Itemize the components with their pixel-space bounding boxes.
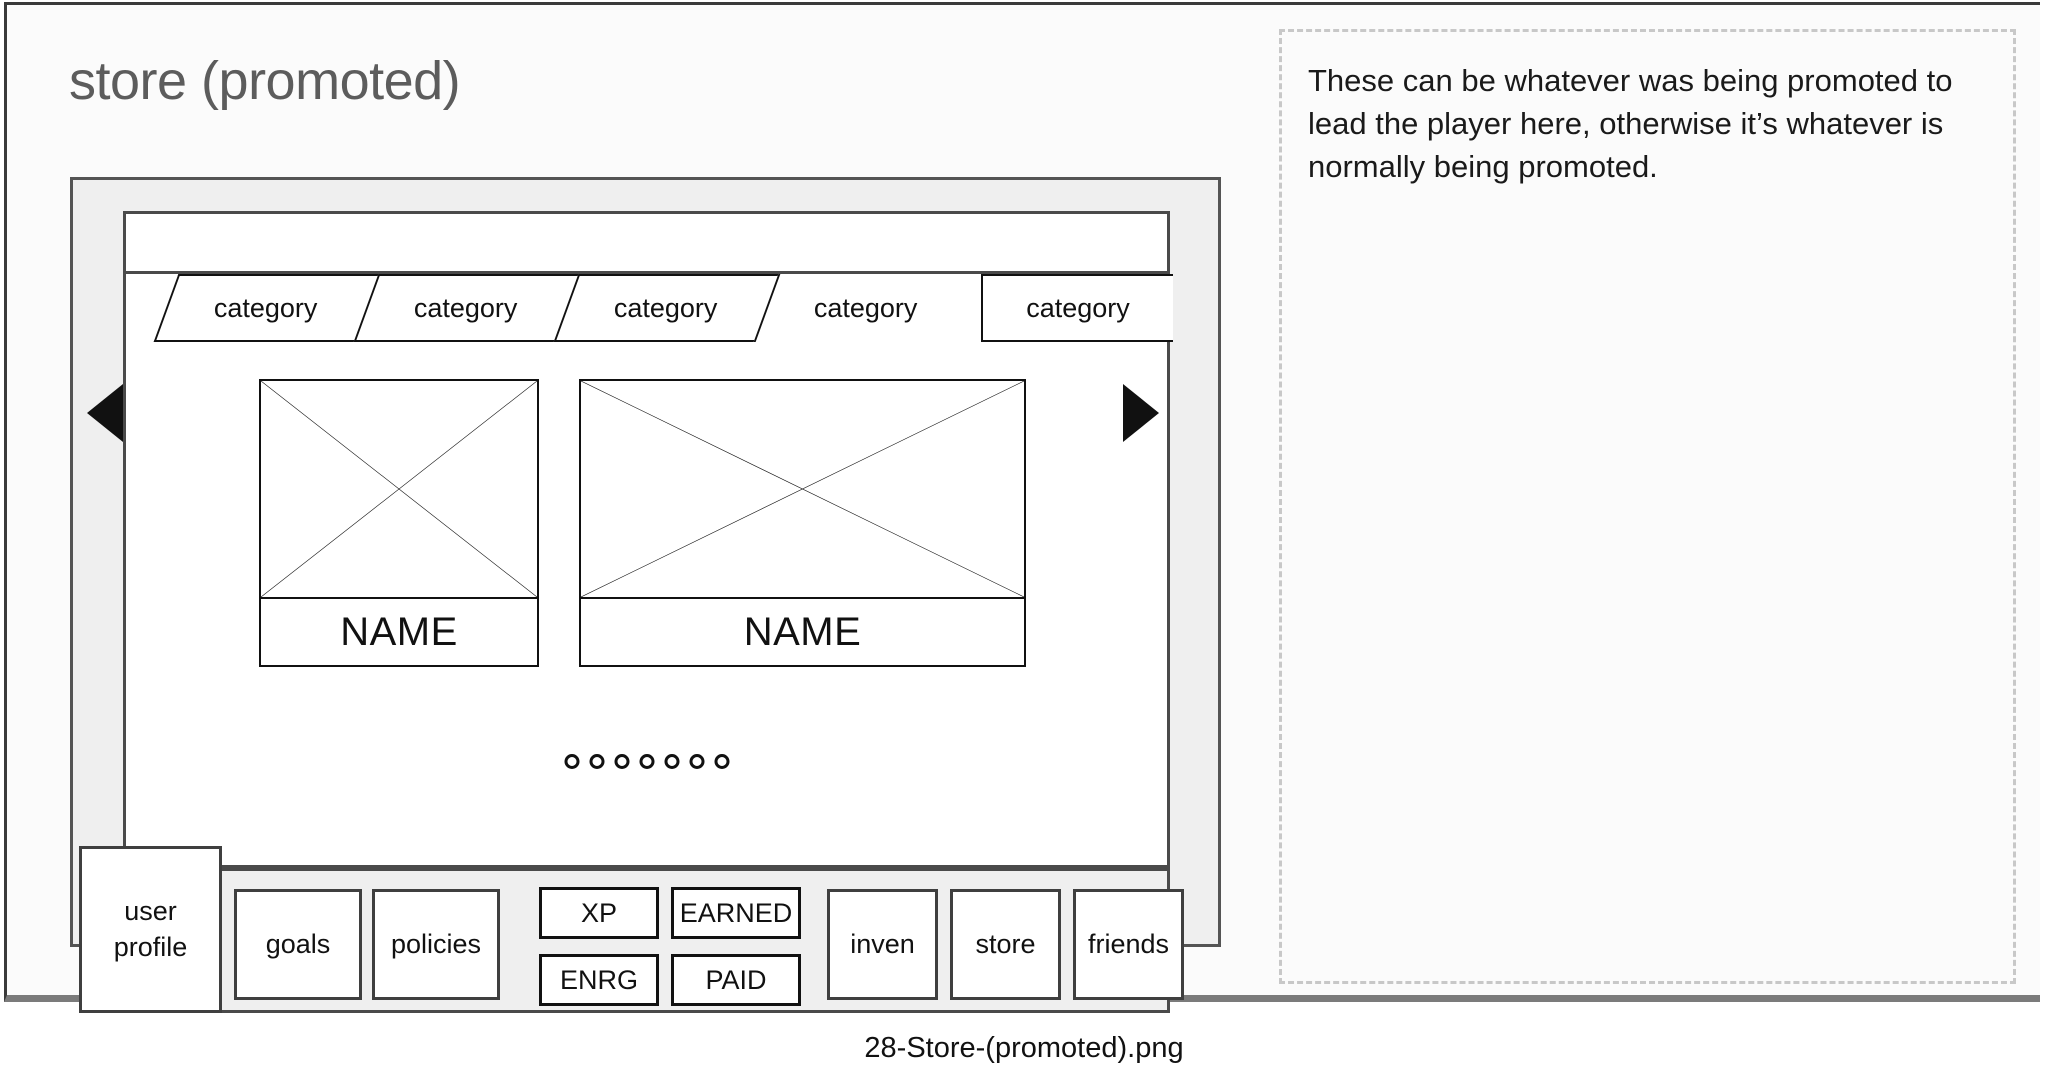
promoted-card-2[interactable]: NAME bbox=[579, 379, 1026, 667]
wireframe-canvas: store (promoted) category category categ… bbox=[4, 2, 2040, 1013]
image-placeholder-cross-icon bbox=[261, 381, 537, 597]
nav-item-store[interactable]: store bbox=[950, 889, 1061, 1000]
tab-category-2[interactable]: category bbox=[353, 274, 579, 342]
stat-enrg[interactable]: ENRG bbox=[539, 954, 659, 1006]
tab-category-1[interactable]: category bbox=[153, 274, 379, 342]
card-image-placeholder bbox=[581, 381, 1024, 599]
stat-xp[interactable]: XP bbox=[539, 887, 659, 939]
stat-paid[interactable]: PAID bbox=[671, 954, 801, 1006]
card-name-label: NAME bbox=[743, 609, 862, 654]
page-title: store (promoted) bbox=[69, 51, 461, 111]
tab-label: category bbox=[814, 292, 918, 323]
pager-dot[interactable] bbox=[564, 754, 579, 769]
annotation-text: These can be whatever was being promoted… bbox=[1308, 63, 1953, 184]
promoted-card-1[interactable]: NAME bbox=[259, 379, 539, 667]
nav-item-goals[interactable]: goals bbox=[234, 889, 362, 1000]
annotation-note: These can be whatever was being promoted… bbox=[1279, 29, 2016, 984]
pager-dot[interactable] bbox=[664, 754, 679, 769]
pager-dot[interactable] bbox=[639, 754, 654, 769]
bottom-nav-bar: user profile goals policies XP EARNED EN… bbox=[79, 846, 1184, 1013]
pager-dot[interactable] bbox=[689, 754, 704, 769]
file-caption: 28-Store-(promoted).png bbox=[864, 1032, 1184, 1064]
pager-dot[interactable] bbox=[589, 754, 604, 769]
tab-label: category bbox=[614, 292, 718, 323]
device-frame: category category category category cate… bbox=[70, 177, 1221, 1013]
tab-category-5[interactable]: category bbox=[981, 274, 1173, 342]
image-placeholder-cross-icon bbox=[581, 381, 1024, 597]
user-profile-line1: user bbox=[124, 896, 177, 927]
pager-dot[interactable] bbox=[714, 754, 729, 769]
nav-item-policies[interactable]: policies bbox=[372, 889, 500, 1000]
tab-category-3[interactable]: category bbox=[553, 274, 779, 342]
nav-item-user-profile[interactable]: user profile bbox=[79, 846, 222, 1013]
nav-item-inven[interactable]: inven bbox=[827, 889, 938, 1000]
card-name-label: NAME bbox=[340, 609, 458, 654]
tab-label: category bbox=[214, 292, 318, 323]
user-profile-line2: profile bbox=[113, 931, 188, 962]
carousel-pagination bbox=[564, 754, 729, 769]
screen-panel: category category category category cate… bbox=[123, 211, 1173, 868]
category-tab-strip: category category category category cate… bbox=[126, 271, 1173, 342]
tab-category-4[interactable]: category bbox=[753, 274, 979, 342]
pager-dot[interactable] bbox=[614, 754, 629, 769]
carousel-next-arrow-icon[interactable] bbox=[1123, 384, 1159, 442]
card-image-placeholder bbox=[261, 381, 537, 599]
stat-earned[interactable]: EARNED bbox=[671, 887, 801, 939]
tab-label: category bbox=[414, 292, 518, 323]
nav-item-friends[interactable]: friends bbox=[1073, 889, 1184, 1000]
carousel-prev-arrow-icon[interactable] bbox=[87, 384, 123, 442]
